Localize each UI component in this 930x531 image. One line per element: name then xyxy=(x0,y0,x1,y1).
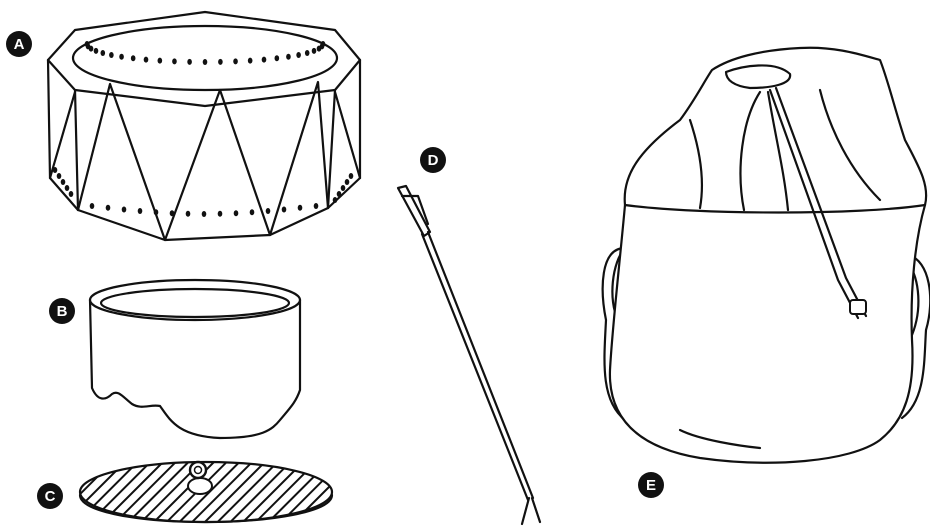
vent-hole xyxy=(305,50,310,56)
vent-hole xyxy=(101,50,106,56)
vent-hole xyxy=(312,48,317,54)
vent-hole xyxy=(106,205,111,211)
vent-hole xyxy=(286,54,291,60)
vent-hole xyxy=(341,185,346,191)
vent-hole xyxy=(170,210,175,216)
vent-hole xyxy=(109,52,114,58)
vent-hole xyxy=(262,57,267,63)
vent-hole xyxy=(298,205,303,211)
fire-poker xyxy=(398,186,540,524)
vent-hole xyxy=(349,173,354,179)
vent-hole xyxy=(144,57,149,63)
vent-hole xyxy=(94,48,99,54)
vent-hole xyxy=(233,58,238,64)
vent-hole xyxy=(122,206,127,212)
vent-hole xyxy=(61,179,66,185)
vent-hole xyxy=(333,197,338,203)
vent-hole xyxy=(186,211,191,217)
vent-hole xyxy=(57,173,62,179)
vent-hole xyxy=(69,191,74,197)
label-d-text: D xyxy=(428,152,439,169)
vent-hole xyxy=(321,41,326,47)
label-a: A xyxy=(6,31,32,57)
carry-bag xyxy=(603,48,930,463)
label-b-text: B xyxy=(57,303,68,320)
vent-hole xyxy=(138,208,143,214)
ash-plate xyxy=(80,462,332,522)
vent-hole xyxy=(314,203,319,209)
vent-hole xyxy=(131,55,136,61)
vent-hole xyxy=(345,179,350,185)
inner-bowl xyxy=(90,280,300,438)
vent-hole xyxy=(90,203,95,209)
vent-hole xyxy=(154,209,159,215)
label-a-text: A xyxy=(14,36,25,53)
vent-hole xyxy=(218,211,223,217)
vent-hole xyxy=(250,209,255,215)
fire-pit-outer-ring xyxy=(48,12,360,240)
vent-hole xyxy=(248,58,253,64)
vent-hole xyxy=(275,55,280,61)
label-e: E xyxy=(638,472,664,498)
vent-hole xyxy=(65,185,70,191)
vent-hole xyxy=(266,208,271,214)
vent-hole xyxy=(282,206,287,212)
vent-hole xyxy=(218,59,223,65)
vent-hole xyxy=(172,58,177,64)
label-c: C xyxy=(37,483,63,509)
vent-hole xyxy=(203,59,208,65)
label-c-text: C xyxy=(45,488,56,505)
vent-hole xyxy=(187,59,192,65)
vent-hole xyxy=(202,211,207,217)
vent-hole xyxy=(119,54,124,60)
vent-hole xyxy=(53,167,58,173)
label-e-text: E xyxy=(646,477,656,494)
label-b: B xyxy=(49,298,75,324)
vent-hole xyxy=(89,46,94,52)
label-d: D xyxy=(420,147,446,173)
vent-hole xyxy=(158,58,163,64)
vent-hole xyxy=(234,210,239,216)
vent-hole xyxy=(296,52,301,58)
vent-hole xyxy=(337,191,342,197)
